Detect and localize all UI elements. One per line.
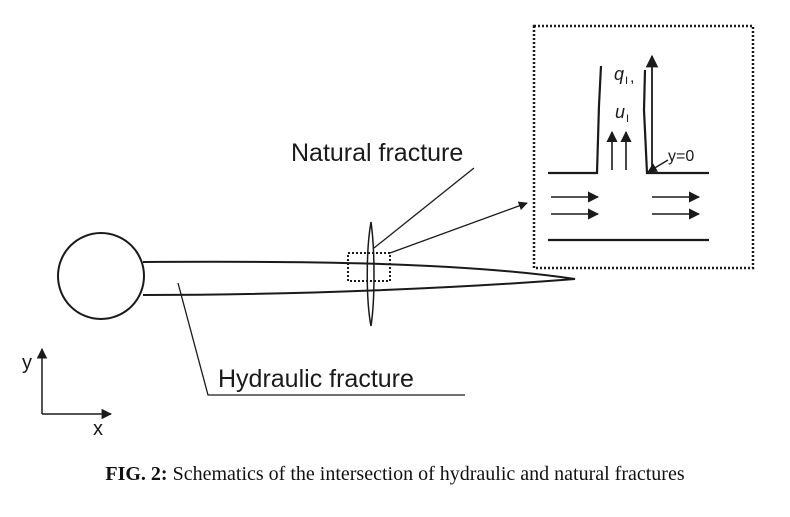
flux-q-subscript: I <box>625 75 628 87</box>
hydraulic-fracture-shape <box>142 260 576 296</box>
hydraulic-fracture-label: Hydraulic fracture <box>218 365 414 393</box>
figure-caption: FIG. 2: Schematics of the intersection o… <box>0 463 790 486</box>
flux-q-comma: , <box>630 69 634 86</box>
figure-caption-text: Schematics of the intersection of hydrau… <box>167 463 685 485</box>
zoom-inset-frame <box>532 24 755 270</box>
intersection-zoom-box <box>347 252 391 282</box>
velocity-u-subscript: I <box>626 113 629 125</box>
inset-right-wall <box>642 69 709 175</box>
inset-left-wall <box>548 65 603 175</box>
velocity-u-label: u <box>615 102 625 122</box>
y-zero-label: y=0 <box>668 148 694 165</box>
natural-fracture-shape <box>366 221 375 327</box>
x-axis-label: x <box>93 418 103 440</box>
flux-q-label: q <box>614 64 624 84</box>
zoom-leader-arrow <box>389 201 528 254</box>
y-axis-label: y <box>22 352 32 374</box>
y-zero-pointer <box>647 159 669 173</box>
natural-fracture-label: Natural fracture <box>291 139 463 167</box>
figure-caption-prefix: FIG. 2: <box>105 463 168 485</box>
wellbore-circle <box>57 232 145 320</box>
natural-fracture-leader <box>373 167 475 249</box>
hydraulic-fracture-leader <box>177 282 465 396</box>
